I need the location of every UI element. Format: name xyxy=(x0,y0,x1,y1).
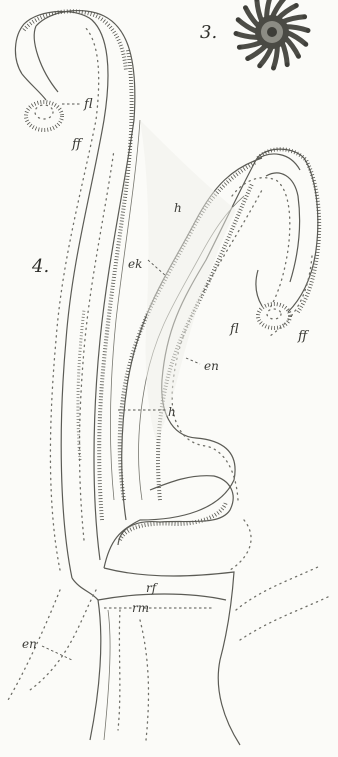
right-outer-dots xyxy=(230,256,312,570)
star-arm-tip xyxy=(243,6,247,10)
star-arm-tip xyxy=(294,3,298,7)
right-tentacle-stem xyxy=(256,270,262,306)
label-en-bottom: en xyxy=(22,637,37,651)
star-arm xyxy=(257,0,262,22)
star-arm-tip xyxy=(237,45,241,49)
bottom-lobe-wall xyxy=(118,476,233,545)
label-en-right: en xyxy=(204,359,219,373)
star-arm-tip xyxy=(285,62,289,66)
top-tentacle-stem xyxy=(22,26,58,100)
label-ek: ek xyxy=(128,257,142,271)
star-arm xyxy=(239,42,262,47)
figure-number-4: 4. xyxy=(31,256,49,277)
label-ff-right: ff xyxy=(297,329,310,344)
stalk-inner-line xyxy=(104,610,110,740)
left-tube-inner-dots xyxy=(80,150,115,540)
right-fold-inner xyxy=(266,173,300,282)
stalk-connecting-wall xyxy=(98,594,226,600)
star-arm-tip xyxy=(302,15,306,19)
figure-3-star-organism xyxy=(234,0,310,70)
figure-4-section xyxy=(8,11,330,745)
label-ff-top: ff xyxy=(71,137,84,152)
star-arm-tip xyxy=(306,28,310,32)
label-fl-top: fl xyxy=(83,97,93,112)
stalk-dots-inner xyxy=(118,610,148,740)
star-arm-tip xyxy=(296,54,300,58)
star-arm-tip xyxy=(271,66,275,70)
right-fold-dots xyxy=(232,178,290,308)
star-arm-tip xyxy=(246,56,250,60)
label-h-middle: h xyxy=(168,405,176,419)
stalk-left-wall xyxy=(72,578,101,740)
star-arm xyxy=(282,17,305,22)
star-arm xyxy=(282,42,287,65)
right-tentacle-knob xyxy=(258,304,290,328)
top-tentacle-knob xyxy=(26,102,62,130)
gastric-cavity-shade xyxy=(140,120,236,440)
stalk-dots-right xyxy=(236,566,330,640)
figure-number-3: 3. xyxy=(200,22,217,43)
star-arm-tip xyxy=(304,42,308,46)
star-arm-tip xyxy=(236,18,240,22)
right-fold-cap-cilia xyxy=(258,149,319,312)
label-h-top: h xyxy=(174,201,182,215)
star-arm-tip xyxy=(234,31,238,35)
label-fl-right: fl xyxy=(229,322,239,337)
label-rm: rm xyxy=(132,601,149,615)
label-rf: rf xyxy=(146,581,159,595)
star-arm-tip xyxy=(258,64,262,68)
